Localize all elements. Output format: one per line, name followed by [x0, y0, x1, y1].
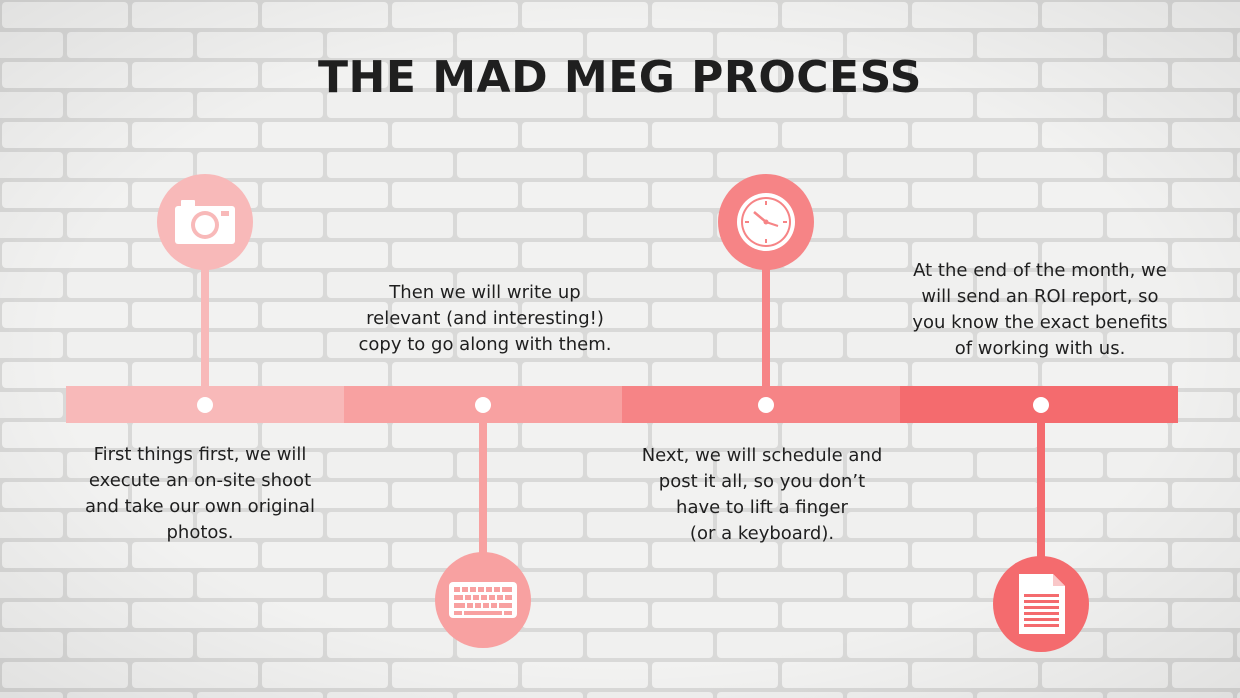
step-3-description: Next, we will schedule and post it all, …	[612, 443, 912, 547]
step-3-line-1: Next, we will schedule and	[641, 445, 883, 466]
step-2-line-3: copy to go along with them.	[358, 334, 612, 355]
step-1-line-3: and take our own original	[85, 496, 315, 517]
step-4-line-4: of working with us.	[954, 338, 1126, 359]
step-1-line-2: execute an on-site shoot	[88, 470, 312, 491]
step-1-line-4: photos.	[166, 522, 234, 543]
step-2-connector	[479, 408, 487, 558]
step-1-line-1: First things first, we will	[93, 444, 307, 465]
step-4-line-3: you know the exact benefits	[912, 312, 1168, 333]
page-title: THE MAD MEG PROCESS	[318, 52, 922, 103]
step-3-line-3: have to lift a finger	[676, 497, 848, 518]
step-2-line-1: Then we will write up	[389, 282, 581, 303]
step-4-node	[1033, 397, 1049, 413]
step-3-node	[758, 397, 774, 413]
document-icon	[1019, 574, 1065, 634]
step-4-description: At the end of the month, we will send an…	[885, 258, 1195, 362]
step-2-description: Then we will write up relevant (and inte…	[330, 280, 640, 358]
step-4-line-1: At the end of the month, we	[913, 260, 1167, 281]
step-4-line-2: will send an ROI report, so	[921, 286, 1159, 307]
step-2-line-2: relevant (and interesting!)	[366, 308, 604, 329]
step-3-line-4: (or a keyboard).	[689, 523, 835, 544]
step-1-connector	[201, 260, 209, 400]
keyboard-icon	[449, 582, 517, 618]
step-3-line-2: post it all, so you don’t	[658, 471, 866, 492]
step-1-icon-circle	[157, 174, 253, 270]
step-2-icon-circle	[435, 552, 531, 648]
step-3-connector	[762, 260, 770, 400]
step-4-connector	[1037, 408, 1045, 563]
step-4-icon-circle	[993, 556, 1089, 652]
step-2-node	[475, 397, 491, 413]
camera-icon	[175, 200, 235, 244]
step-3-icon-circle	[718, 174, 814, 270]
clock-icon	[737, 193, 795, 251]
step-1-description: First things first, we will execute an o…	[50, 442, 350, 546]
step-1-node	[197, 397, 213, 413]
